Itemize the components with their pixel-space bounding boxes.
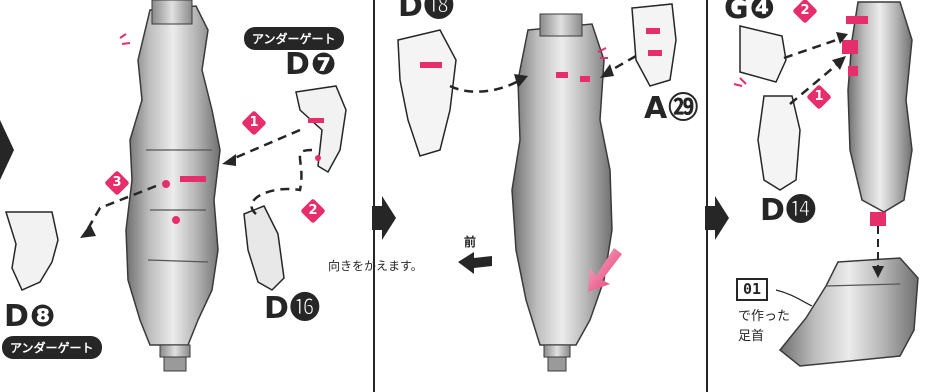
step-arrow-1 bbox=[382, 196, 396, 240]
part-label-g4: G❹ bbox=[724, 0, 777, 26]
part-d18-shape bbox=[397, 29, 457, 157]
reference-caption-2: 足首 bbox=[738, 329, 765, 344]
part-label-d14: D⓮ bbox=[760, 193, 817, 228]
part-label-d16: D⓰ bbox=[264, 291, 321, 326]
part-d7-shape bbox=[295, 85, 347, 174]
leg-part-panel2 bbox=[511, 13, 613, 372]
reference-caption-1: で作った bbox=[738, 309, 791, 324]
reference-box-01: 01 bbox=[736, 278, 769, 301]
undergate-tag-top: アンダーゲート bbox=[244, 27, 344, 50]
leg-part-panel3 bbox=[842, 1, 913, 226]
part-label-d18: D⓲ bbox=[398, 0, 455, 24]
guide-arrow-g4 bbox=[783, 36, 843, 60]
guide-arrow-d18 bbox=[449, 78, 521, 93]
step-badge: 2 bbox=[792, 0, 818, 24]
undergate-tag-bottom: アンダーゲート bbox=[2, 336, 102, 359]
highlight-ticks bbox=[119, 33, 131, 45]
step-badge: 1 bbox=[241, 110, 267, 136]
part-d16-shape bbox=[243, 205, 285, 291]
leg-part-panel1 bbox=[125, 0, 221, 372]
step-badge: 2 bbox=[300, 198, 326, 224]
step-arrow-2 bbox=[715, 196, 729, 240]
part-label-d8: D❽ bbox=[4, 299, 57, 334]
front-direction-arrow bbox=[458, 252, 492, 274]
step-badge: 3 bbox=[104, 170, 130, 196]
rotate-arrow-pink bbox=[588, 248, 622, 292]
part-d14-shape bbox=[757, 95, 801, 191]
guide-arrow-d16 bbox=[250, 148, 313, 215]
step-arrow-left-edge bbox=[0, 120, 14, 180]
part-d8-shape bbox=[4, 211, 59, 291]
part-g4-shape bbox=[739, 25, 787, 83]
guide-arrow-d7 bbox=[229, 128, 301, 162]
front-label: 前 bbox=[464, 235, 477, 249]
part-label-a29: A㉙ bbox=[644, 91, 700, 126]
turn-instruction: 向きをかえます。 bbox=[328, 259, 423, 273]
step-badge: 1 bbox=[806, 84, 832, 110]
guide-arrow-d8 bbox=[84, 184, 157, 233]
foot-part-shape bbox=[778, 257, 919, 367]
guide-arrow-d14 bbox=[789, 61, 841, 105]
guide-arrow-a29 bbox=[607, 54, 637, 74]
part-label-d7: D❼ bbox=[285, 47, 338, 82]
part-a29-shape bbox=[631, 3, 677, 87]
